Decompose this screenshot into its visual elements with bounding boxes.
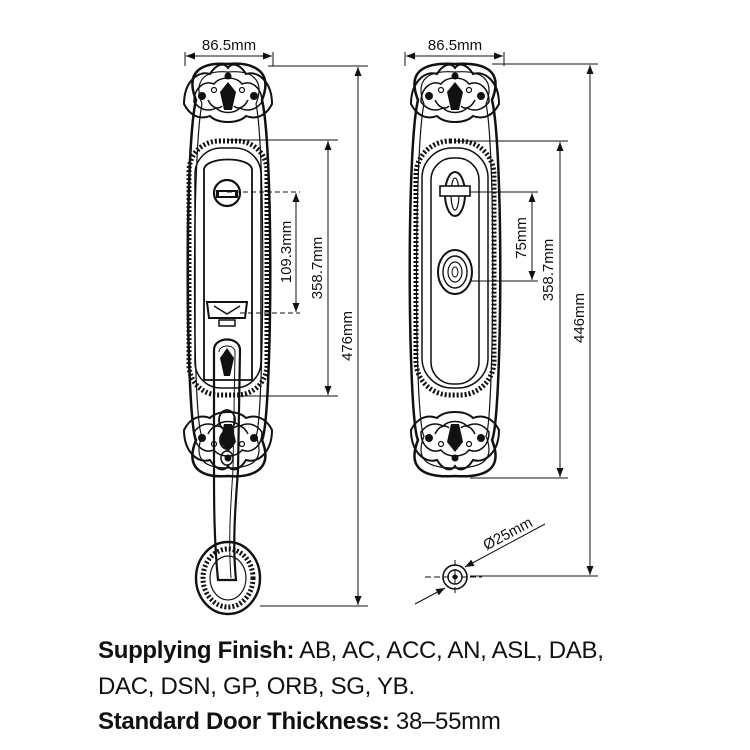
back-plate-length-label: 358.7mm	[540, 239, 557, 302]
turn-knob-icon	[439, 171, 471, 217]
finish-values-line2: DAC, DSN, GP, ORB, SG, YB.	[98, 673, 415, 700]
thumb-piece-icon	[205, 301, 249, 319]
back-overall-height-label: 446mm	[571, 293, 588, 343]
back-dimension-lines	[404, 52, 598, 577]
thickness-label: Standard Door Thickness:	[98, 708, 390, 735]
lockset-technical-drawing: 86.5mm 109.3mm 358.7mm 476mm	[183, 37, 598, 616]
front-handle	[194, 338, 262, 616]
front-key-to-thumb-label: 109.3mm	[278, 221, 295, 284]
thickness-line: Standard Door Thickness: 38–55mm	[98, 707, 501, 737]
finish-values-line1: AB, AC, ACC, AN, ASL, DAB,	[299, 637, 604, 664]
key-cylinder-icon	[212, 178, 242, 208]
front-plate-length-label: 358.7mm	[309, 237, 326, 300]
finish-line-1: Supplying Finish: AB, AC, ACC, AN, ASL, …	[98, 636, 604, 666]
cylinder-cover-icon	[437, 249, 473, 295]
cylinder-section	[414, 523, 546, 605]
back-turn-to-cylinder-label: 75mm	[513, 217, 530, 259]
back-escutcheon	[408, 62, 502, 478]
front-overall-height-label: 476mm	[339, 311, 356, 361]
finish-line-2: DAC, DSN, GP, ORB, SG, YB.	[98, 672, 415, 702]
finish-label: Supplying Finish:	[98, 637, 295, 664]
front-dimension-lines	[184, 52, 368, 607]
back-width-label: 86.5mm	[428, 37, 482, 54]
front-width-label: 86.5mm	[202, 37, 256, 54]
thickness-value: 38–55mm	[395, 708, 501, 735]
front-escutcheon	[183, 62, 273, 478]
